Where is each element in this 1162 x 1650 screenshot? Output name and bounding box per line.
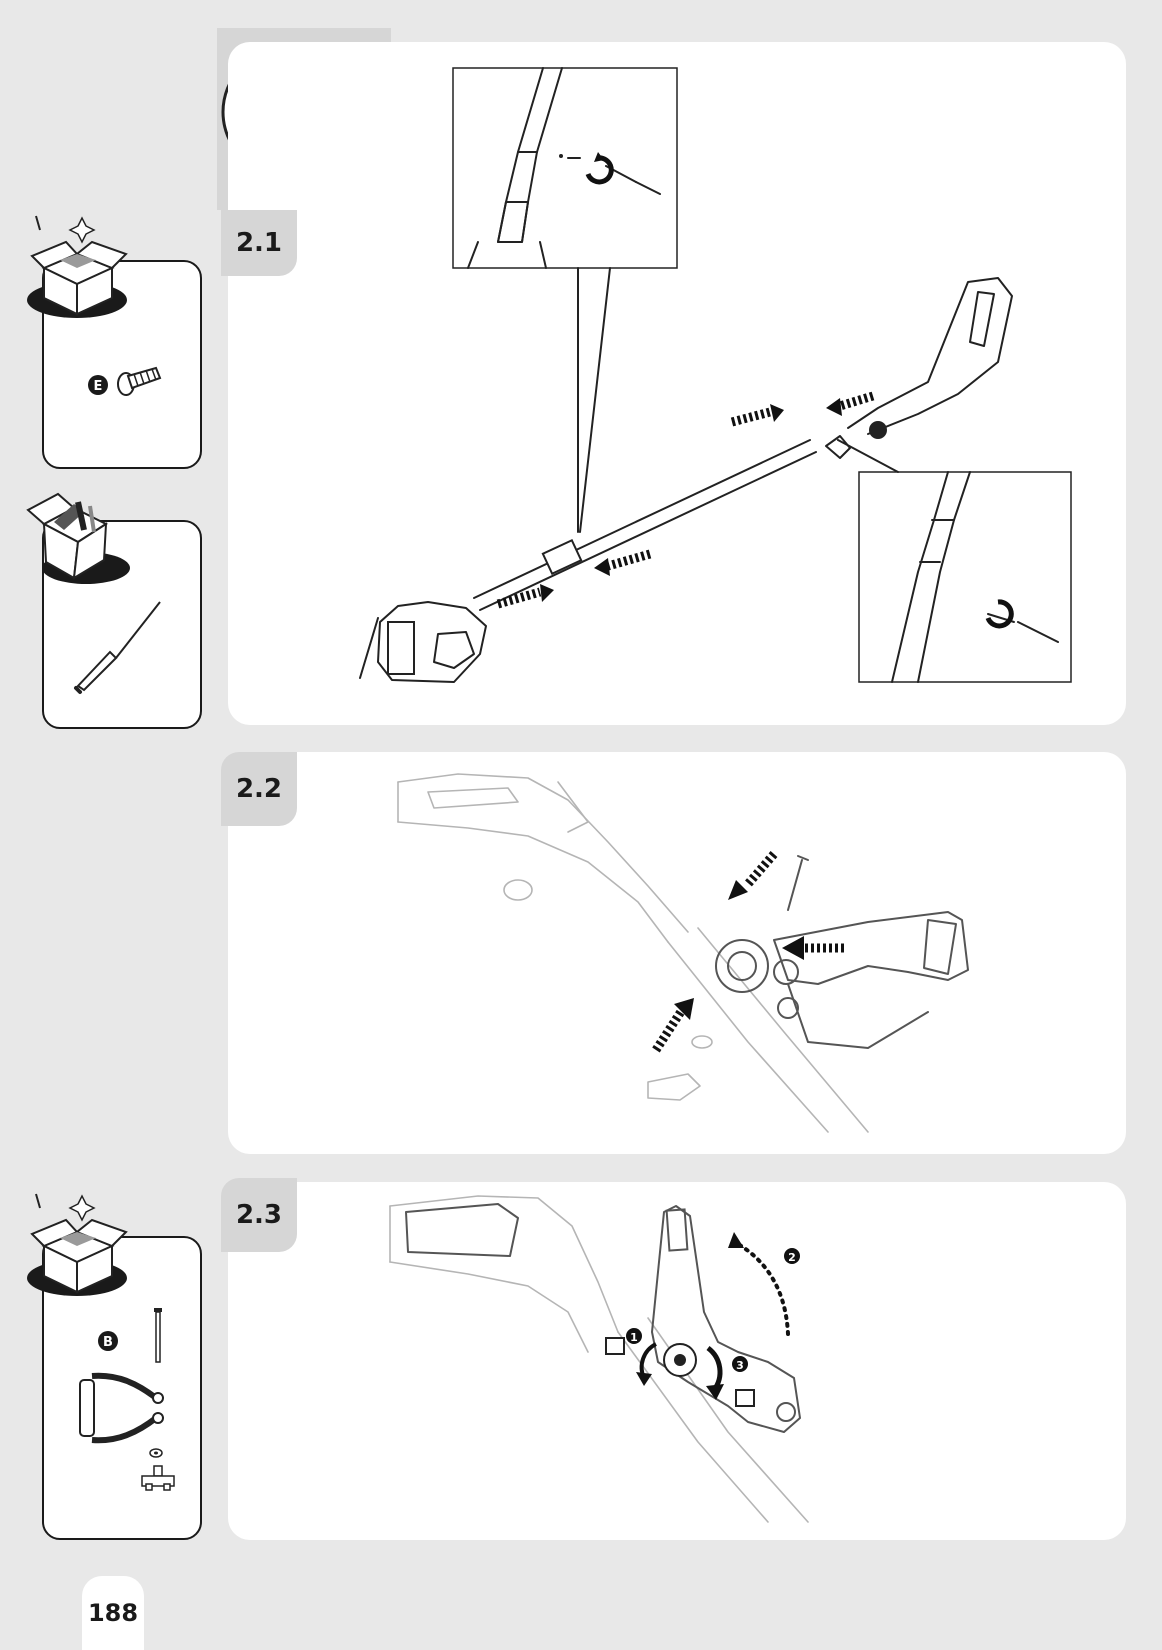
svg-text:2: 2 [788,1251,796,1264]
step-label-2-1: 2.1 [221,210,297,276]
part-b-badge: B [98,1331,118,1351]
part-e-badge: E [88,375,108,395]
screw-icon [117,366,162,396]
screwdriver-icon [74,601,161,694]
lock-icon [605,1337,625,1355]
page-number-tab: 188 [82,1576,144,1650]
lock-icon [735,1389,755,1407]
svg-text:1: 1 [630,1331,638,1344]
handle-rotate-lock-illustration: 1 2 3 [389,1195,809,1523]
svg-text:3: 3 [736,1359,744,1372]
step-label-2-3: 2.3 [221,1178,297,1252]
part-letter-b: B [103,1335,113,1350]
washer-icon [149,1448,163,1458]
callout-badge-2: 2 [784,1248,800,1264]
page-number: 188 [87,1599,139,1627]
part-letter-e: E [94,379,103,394]
open-box-icon [27,1193,128,1296]
toolbox-icon [26,492,130,584]
detail-inset-top [452,67,678,269]
open-box-icon [27,215,128,318]
callout-badge-3: 3 [732,1356,748,1372]
handle-attach-illustration [397,773,969,1133]
detail-inset-bottom [858,471,1072,683]
knob-icon [141,1465,175,1491]
bolt-icon [154,1308,162,1363]
trimmer-assembly-illustration [359,67,1072,683]
step-label-2-2: 2.2 [221,752,297,826]
callout-badge-1: 1 [626,1328,642,1344]
handle-icon [79,1372,164,1444]
